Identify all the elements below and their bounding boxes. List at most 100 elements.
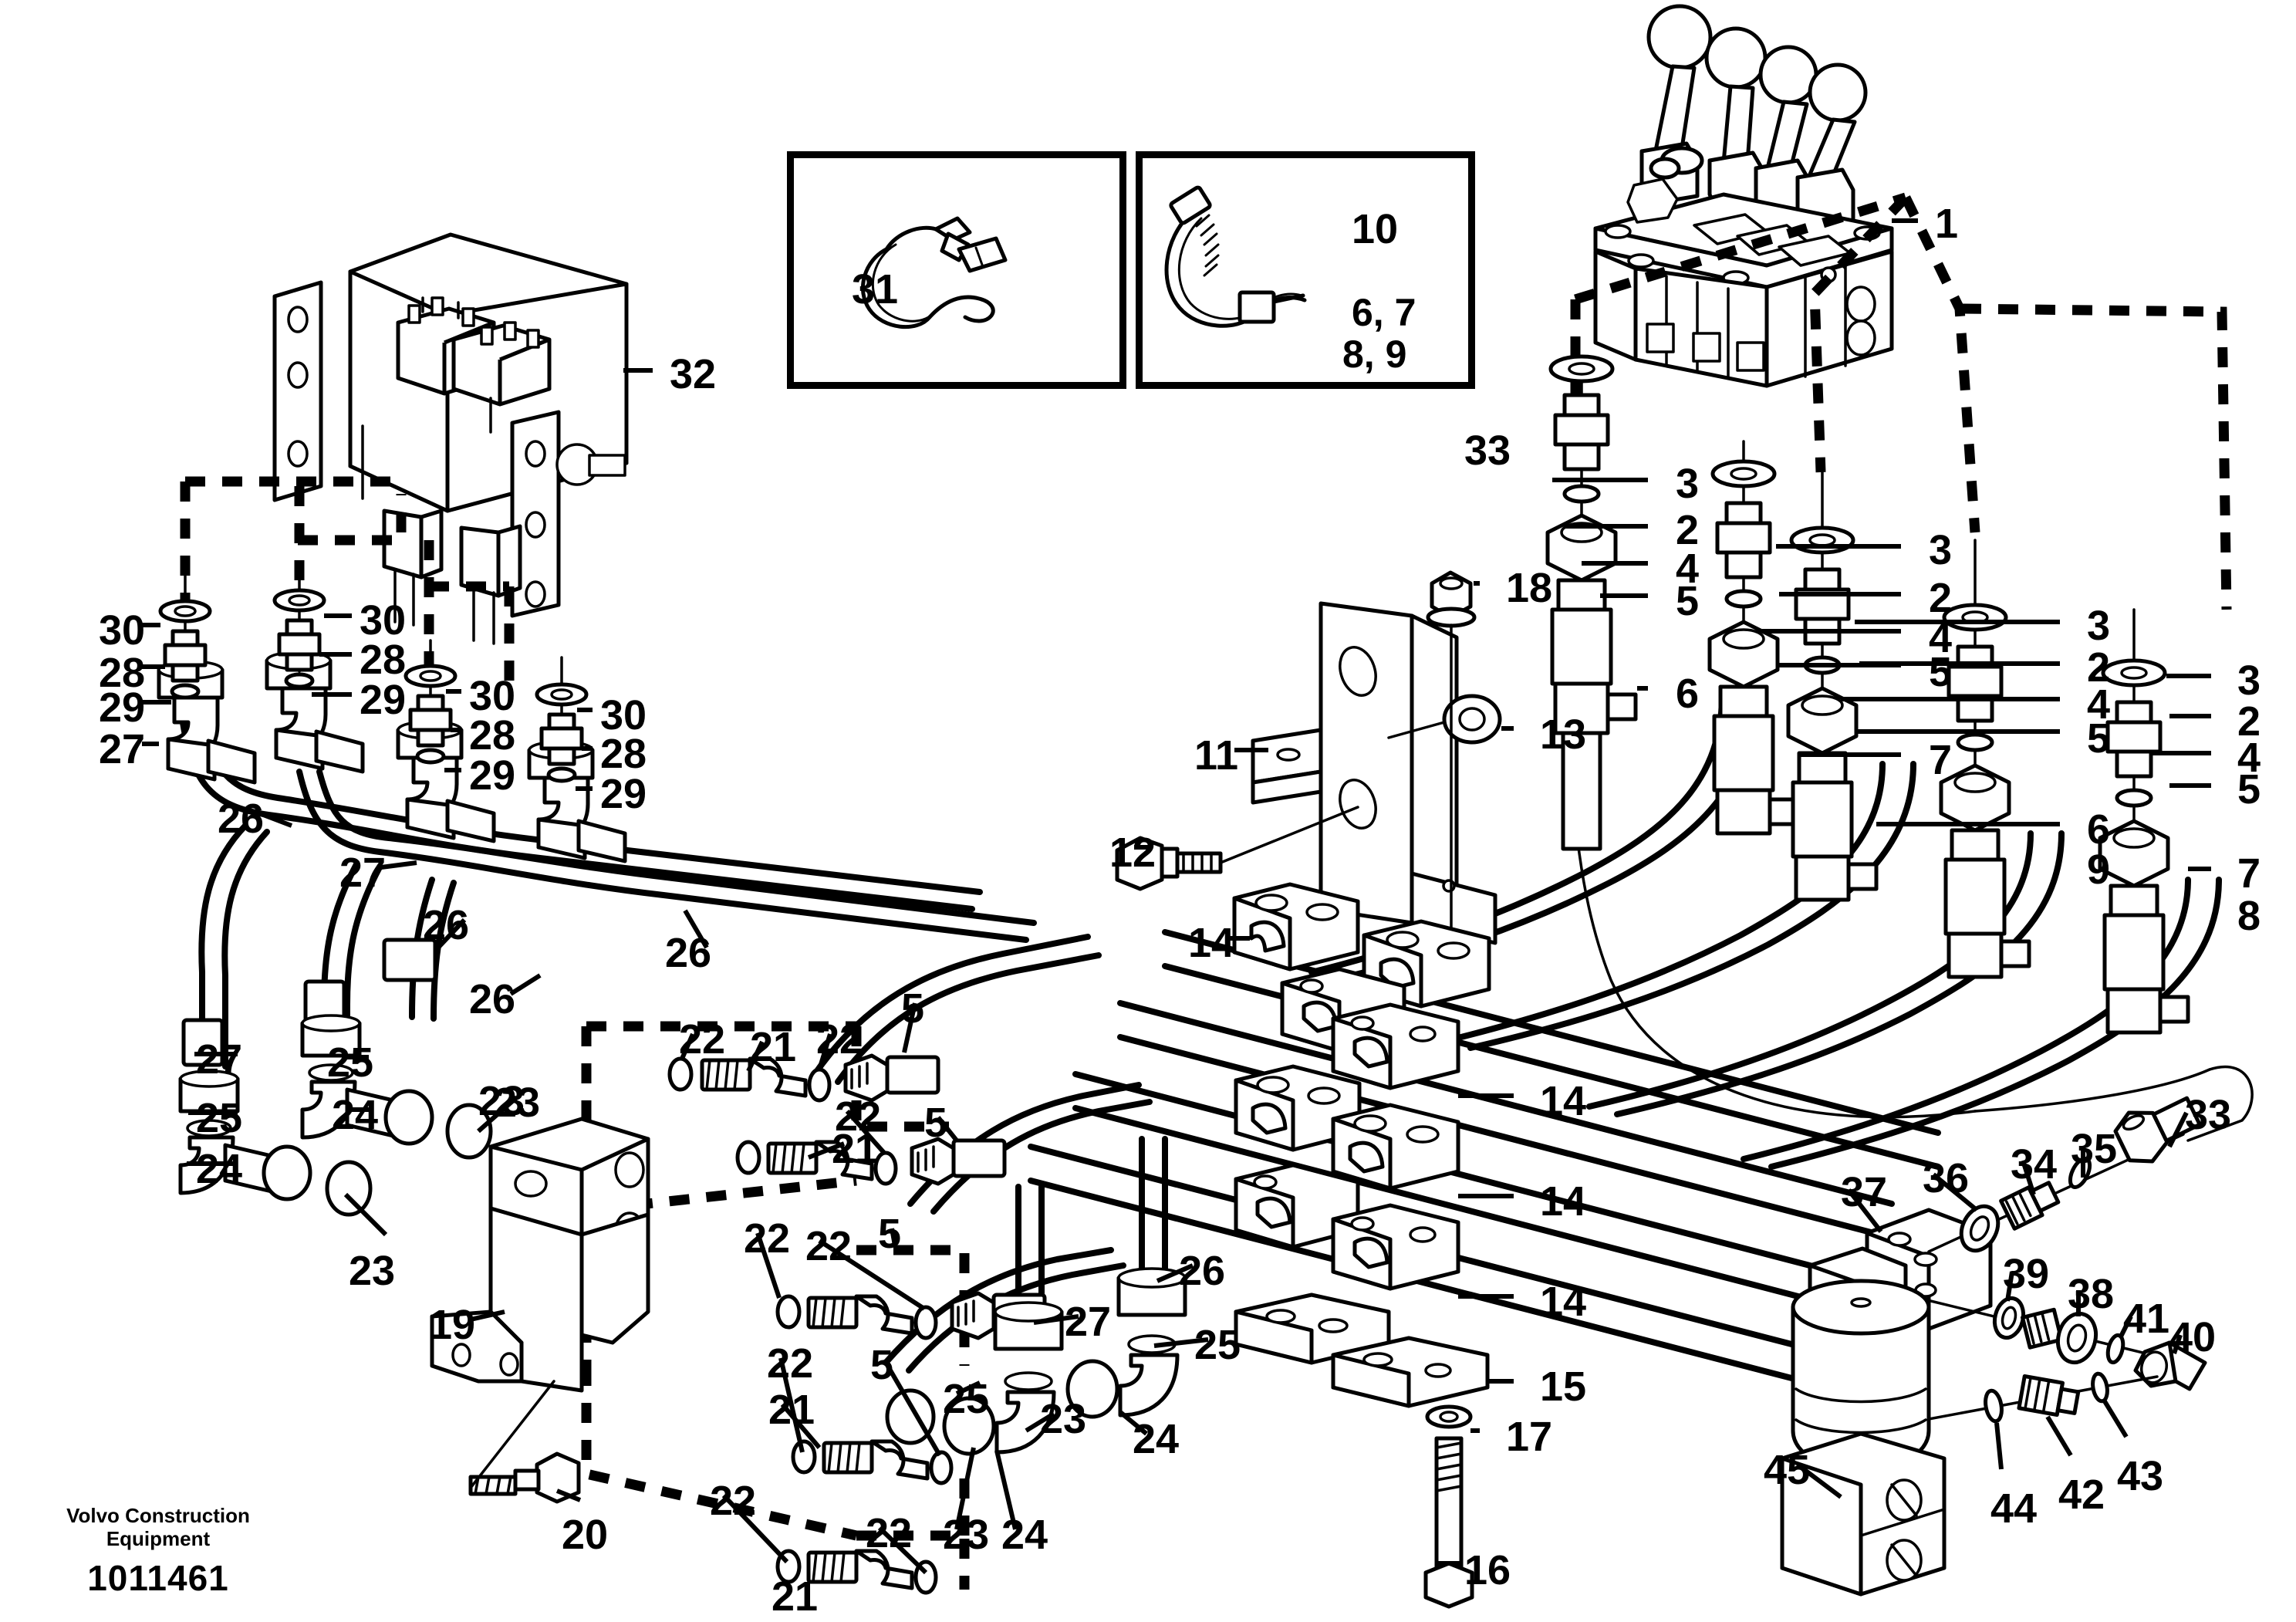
callout-23-c79: 23: [943, 1512, 990, 1558]
callout-12-c29: 12: [1109, 830, 1156, 876]
callout-43-c97: 43: [2117, 1453, 2164, 1499]
callout-31-c104: 31: [852, 266, 899, 313]
cable-tie-icon: [1164, 185, 1307, 328]
callout-27-c55: 27: [196, 1036, 243, 1083]
elbow-fittings-middle: [667, 1053, 1047, 1595]
callout-30-c47: 30: [600, 692, 647, 738]
callout-44-c99: 44: [1990, 1485, 2038, 1532]
callout-3-c4: 3: [1676, 461, 1700, 507]
callout-4-c11: 4: [1929, 615, 1953, 661]
callout-22-c64: 22: [679, 1016, 726, 1063]
callout-29-c43: 29: [360, 677, 407, 723]
callout-14-c33: 14: [1540, 1279, 1587, 1325]
callout-22-c72: 22: [744, 1215, 791, 1262]
callout-1-c1: 1: [1935, 201, 1959, 247]
callout-21-c75: 21: [768, 1387, 815, 1433]
brand-line-2: Equipment: [106, 1526, 211, 1550]
exploded-stack-left-1: [158, 569, 212, 700]
callout-4-c6: 4: [1676, 546, 1700, 592]
callout-38-c94: 38: [2068, 1271, 2115, 1317]
callout-5-c70: 5: [924, 1100, 948, 1146]
callout-3-c9: 3: [1929, 527, 1953, 573]
callout-5-c7: 5: [1676, 578, 1700, 624]
callout-25-c56: 25: [327, 1039, 374, 1086]
callout-26-c50: 26: [218, 796, 265, 842]
callout-34-c90: 34: [2011, 1141, 2058, 1188]
callout-23-c105: 23: [494, 1080, 541, 1126]
brand-line-1: Volvo Construction: [66, 1504, 250, 1527]
callout-40-c96: 40: [2169, 1314, 2217, 1360]
callout-22-c73: 22: [805, 1223, 853, 1269]
callout-2-c15: 2: [2087, 644, 2111, 691]
callout-4-c16: 4: [2087, 681, 2111, 728]
callout-2-c10: 2: [1929, 575, 1953, 621]
callout-25-c81: 25: [943, 1376, 990, 1422]
callout-8-c25: 8: [2237, 893, 2261, 939]
exploded-stack-left-2: [272, 562, 326, 689]
accumulator-assembly: [1780, 1096, 2207, 1597]
callout-14-c30: 14: [1188, 920, 1235, 966]
callout-3-c14: 3: [2087, 603, 2111, 649]
callout-15-c34: 15: [1540, 1363, 1587, 1410]
callout-28-c42: 28: [360, 637, 407, 683]
callout-29-c49: 29: [600, 771, 647, 817]
control-valve-assembly: [1593, 4, 1894, 388]
callout-45-c100: 45: [1764, 1447, 1811, 1493]
fitting-stack-a: [1545, 354, 1638, 851]
callout-24-c59: 24: [196, 1146, 243, 1192]
callout-28-c45: 28: [469, 712, 516, 759]
callout-18-c26: 18: [1506, 565, 1553, 611]
callout-23-c85: 23: [1040, 1396, 1087, 1442]
callout-29-c46: 29: [469, 752, 516, 799]
footer-block: Volvo Construction Equipment 1011461: [46, 1504, 270, 1599]
callout-21-c80: 21: [772, 1573, 819, 1620]
callout-13-c28: 13: [1540, 711, 1587, 758]
callout-5-c67: 5: [901, 985, 925, 1032]
callout-6-c18: 6: [2087, 806, 2111, 853]
callout-2-c21: 2: [2237, 698, 2261, 745]
callout-2-c5: 2: [1676, 507, 1700, 553]
callout-6-c8: 6: [1676, 671, 1700, 717]
inset-box-cable-tie: [1136, 151, 1475, 389]
callout-22-c68: 22: [835, 1093, 882, 1140]
callout-24-c87: 24: [1133, 1416, 1180, 1462]
callout-33-c88: 33: [2185, 1092, 2232, 1138]
fitting-stack-c: [1786, 471, 1879, 902]
callout-37-c92: 37: [1841, 1169, 1888, 1215]
callout-9-c19: 9: [2087, 846, 2111, 893]
hose-clamp-icon: [861, 216, 1008, 329]
callout-29-c39: 29: [99, 684, 146, 731]
callout-7-c13: 7: [1929, 737, 1953, 783]
callout-5-c71: 5: [878, 1211, 902, 1257]
exploded-stack-left-3: [403, 639, 458, 765]
callout-27-c51: 27: [339, 850, 387, 896]
callout-22-c66: 22: [816, 1016, 863, 1063]
callout-67-c102: 6, 7: [1352, 291, 1416, 334]
callout-22-c77: 22: [710, 1478, 757, 1524]
callout-17-c35: 17: [1506, 1414, 1553, 1460]
callout-10-c101: 10: [1352, 206, 1399, 252]
callout-19-c62: 19: [429, 1302, 476, 1348]
callout-5-c12: 5: [1929, 649, 1953, 695]
callout-42-c98: 42: [2058, 1472, 2105, 1518]
callout-5-c76: 5: [870, 1342, 894, 1388]
callout-23-c60: 23: [478, 1078, 525, 1124]
callout-22-c78: 22: [866, 1510, 913, 1556]
callout-89-c103: 8, 9: [1342, 333, 1407, 376]
callout-16-c36: 16: [1464, 1547, 1511, 1593]
callout-24-c58: 24: [332, 1092, 379, 1138]
callout-22-c74: 22: [767, 1340, 814, 1387]
callout-30-c37: 30: [99, 607, 146, 654]
fitting-stack-b: [1707, 440, 1800, 836]
callout-26-c84: 26: [1179, 1248, 1226, 1294]
callout-25-c57: 25: [196, 1095, 243, 1141]
callout-7-c24: 7: [2237, 850, 2261, 897]
callout-32-c2: 32: [670, 351, 717, 397]
callout-leaders: [142, 218, 2211, 1575]
drawing-number: 1011461: [87, 1557, 229, 1598]
callout-26-c52: 26: [423, 902, 470, 948]
lower-bracket-19: [430, 1117, 650, 1504]
callout-35-c89: 35: [2071, 1126, 2118, 1172]
